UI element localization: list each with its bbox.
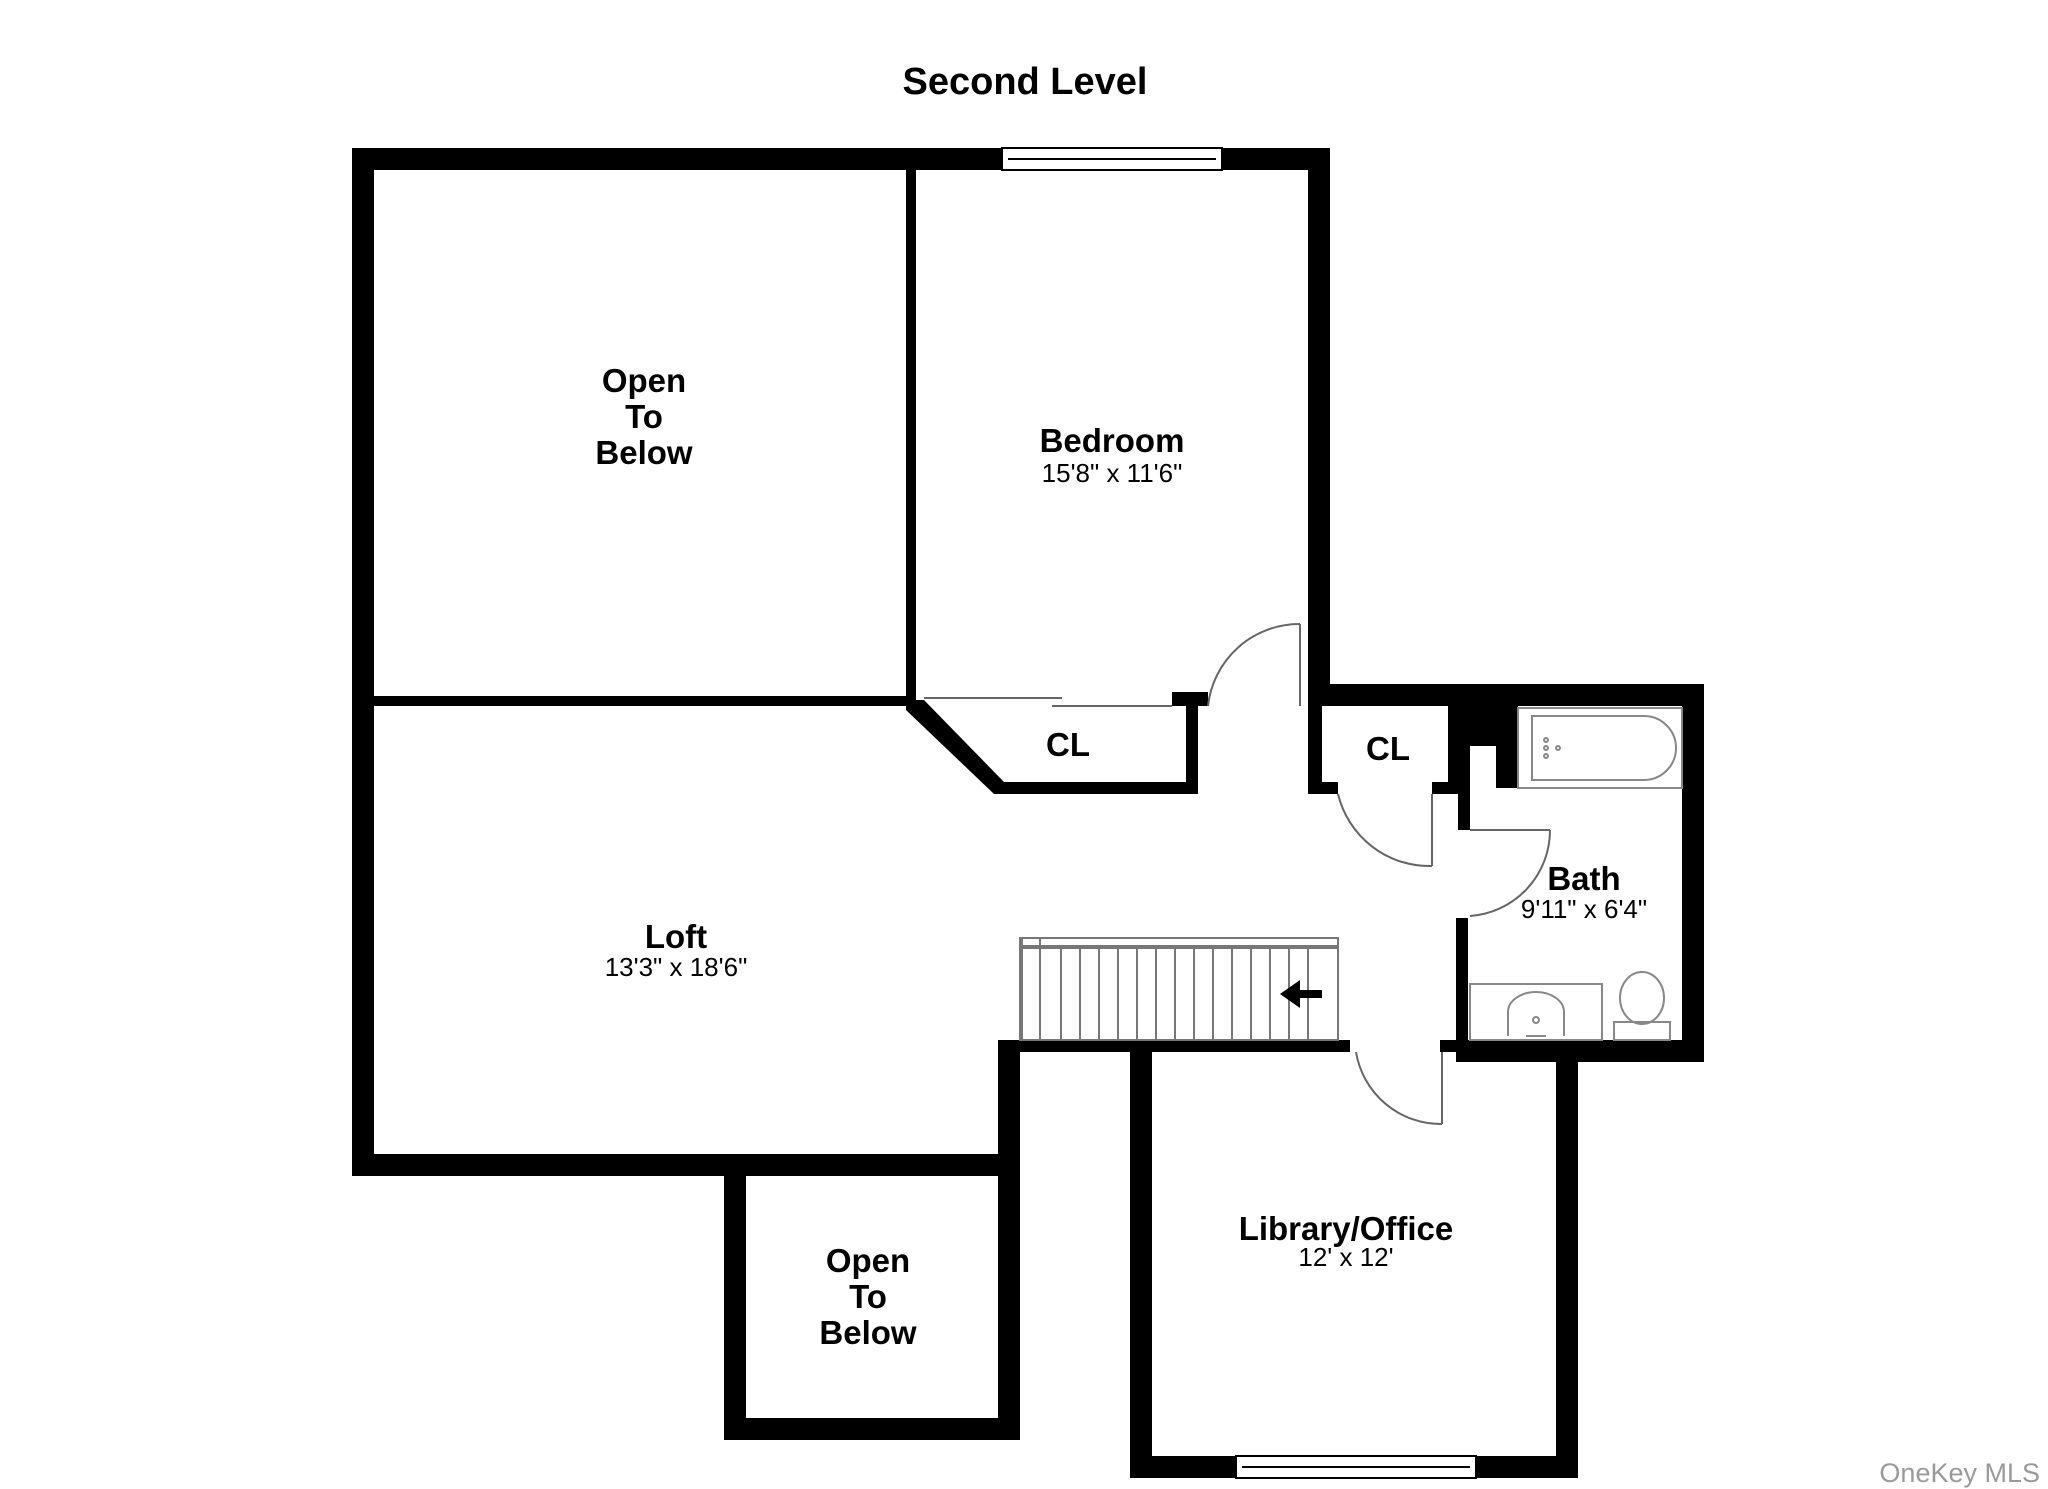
library-dims: 12' x 12': [1298, 1242, 1393, 1272]
bathtub: [1517, 707, 1683, 789]
wall-chase-1: [1460, 706, 1500, 746]
wall-open-loft-divider: [364, 696, 916, 706]
sink-icon: [1507, 991, 1565, 1036]
room-library: Library/Office 12' x 12': [1239, 1210, 1454, 1272]
closet-hall-label: CL: [1366, 730, 1410, 767]
open-bottom-line-1: Open: [826, 1242, 910, 1279]
wall-bath-right: [1682, 684, 1704, 1062]
open-bottom-line-3: Below: [819, 1314, 917, 1351]
loft-name: Loft: [645, 918, 707, 955]
wall-stair-left: [998, 1040, 1020, 1440]
stair-direction-arrow-icon: [1280, 980, 1322, 1008]
wall-hallcl-left: [1308, 690, 1322, 794]
vanity: [1469, 983, 1603, 1041]
watermark: OneKey MLS: [1879, 1458, 2040, 1488]
wall-bath-left-bottom: [1456, 918, 1468, 1062]
wall-bath-top: [1308, 684, 1704, 706]
wall-closet-right: [1186, 692, 1198, 792]
loft-dims: 13'3" x 18'6": [605, 952, 748, 982]
wall-open-top-right: [906, 160, 916, 700]
wall-left: [352, 148, 374, 1176]
wall-library-left: [1130, 1048, 1152, 1478]
wall-chase-3: [1460, 746, 1470, 788]
room-open-top: Open To Below: [595, 362, 693, 471]
stair-handrail: [1021, 937, 1339, 947]
wall-library-right: [1556, 1048, 1578, 1478]
bath-name: Bath: [1547, 860, 1620, 897]
toilet-tank: [1613, 1021, 1671, 1041]
bath-dims: 9'11" x 6'4": [1521, 894, 1647, 924]
wall-bath-bottom: [1456, 1040, 1704, 1062]
bedroom-name: Bedroom: [1040, 422, 1185, 459]
wall-top-left: [352, 148, 1002, 170]
open-top-line-2: To: [625, 398, 663, 435]
bath-fixtures: [1469, 707, 1683, 1041]
door-swings: [1207, 622, 1552, 1126]
wall-top-right: [1222, 148, 1330, 170]
closet-bedroom-label: CL: [1046, 726, 1090, 763]
wall-hall-bottom: [998, 1040, 1350, 1052]
wall-closet-door-stub: [1172, 692, 1198, 706]
wall-library-bottom-left: [1130, 1456, 1236, 1478]
floor-title: Second Level: [903, 61, 1148, 103]
windows: [1001, 147, 1477, 1479]
bedroom-dims: 15'8" x 11'6": [1042, 458, 1183, 488]
stairs: [1019, 937, 1339, 1041]
room-bedroom: Bedroom 15'8" x 11'6": [1040, 422, 1185, 488]
stair-run: [1021, 947, 1339, 1041]
closet-sliding-door: [924, 697, 1172, 707]
library-name: Library/Office: [1239, 1210, 1454, 1247]
toilet-bowl: [1619, 971, 1665, 1025]
wall-library-bottom-right: [1476, 1456, 1578, 1478]
wall-closet-diagonal: [906, 700, 1004, 794]
stair-post: [1019, 937, 1041, 1041]
wall-bedroom-door-stub: [1198, 692, 1208, 706]
room-open-bottom: Open To Below: [819, 1242, 917, 1351]
wall-chase-2: [1496, 706, 1518, 788]
room-loft: Loft 13'3" x 18'6": [605, 918, 748, 982]
wall-hall-bottom-right: [1440, 1040, 1460, 1052]
open-bottom-line-2: To: [849, 1278, 887, 1315]
wall-closet-bottom: [998, 782, 1198, 794]
wall-loft-bottom: [352, 1154, 1018, 1176]
bathtub-basin: [1531, 715, 1677, 781]
wall-hallcl-bottom-left: [1308, 782, 1338, 794]
wall-hallcl-right: [1448, 690, 1460, 794]
room-bath: Bath 9'11" x 6'4": [1521, 860, 1647, 924]
wall-bedroom-right: [1308, 148, 1330, 698]
open-top-line-3: Below: [595, 434, 693, 471]
open-top-line-1: Open: [602, 362, 686, 399]
wall-open-bottom-bottom: [724, 1418, 1020, 1440]
wall-open-bottom-left: [724, 1160, 746, 1440]
walls: [352, 148, 1704, 1478]
